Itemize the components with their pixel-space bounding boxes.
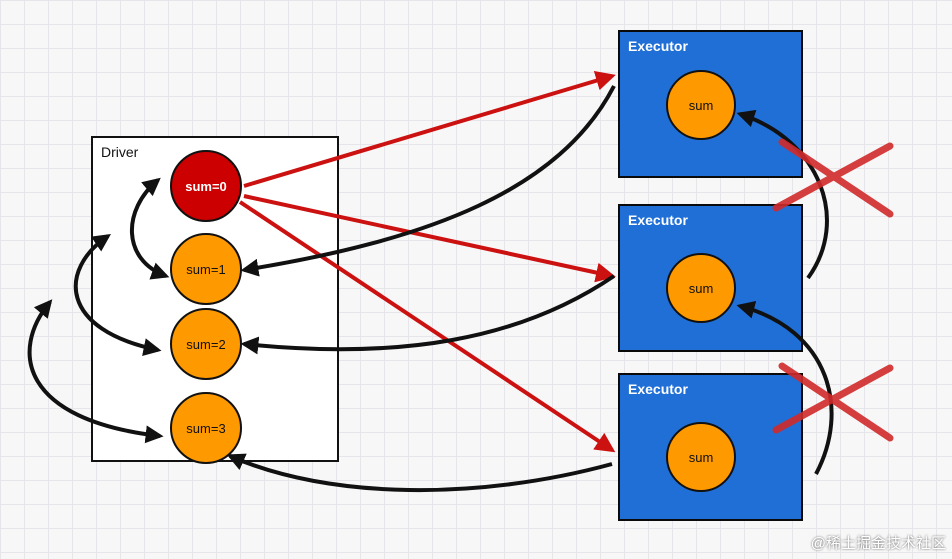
driver-title: Driver <box>101 144 139 160</box>
black-arrow-exec3-to-sum3 <box>226 453 613 493</box>
black-arrow-sum2-sum3 <box>27 299 164 444</box>
watermark: @稀土掘金技术社区 <box>810 535 946 552</box>
executor-title-3: Executor <box>628 381 688 397</box>
red-arrow-to-executor-1 <box>243 71 616 188</box>
black-arrow-exec3-to-exec2-sum <box>736 301 834 475</box>
executor-sum-circle-3: sum <box>666 422 736 492</box>
cross-mark-2 <box>772 362 894 442</box>
red-arrow-to-executor-2 <box>243 194 616 283</box>
black-arrow-sum0-sum1 <box>130 177 170 280</box>
driver-sum1-circle: sum=1 <box>170 233 242 305</box>
executor-sum-circle-2: sum <box>666 253 736 323</box>
black-arrow-exec2-to-exec1-sum <box>736 109 829 280</box>
driver-sum0-circle: sum=0 <box>170 150 242 222</box>
black-arrow-exec2-to-sum2 <box>240 274 616 355</box>
executor-title-2: Executor <box>628 212 688 228</box>
black-arrow-exec1-to-sum1 <box>240 85 616 277</box>
executor-sum-circle-1: sum <box>666 70 736 140</box>
black-arrow-sum1-sum2 <box>73 233 162 356</box>
red-arrow-to-executor-3 <box>238 200 616 453</box>
executor-title-1: Executor <box>628 38 688 54</box>
driver-sum3-circle: sum=3 <box>170 392 242 464</box>
cross-mark-1 <box>772 138 894 218</box>
